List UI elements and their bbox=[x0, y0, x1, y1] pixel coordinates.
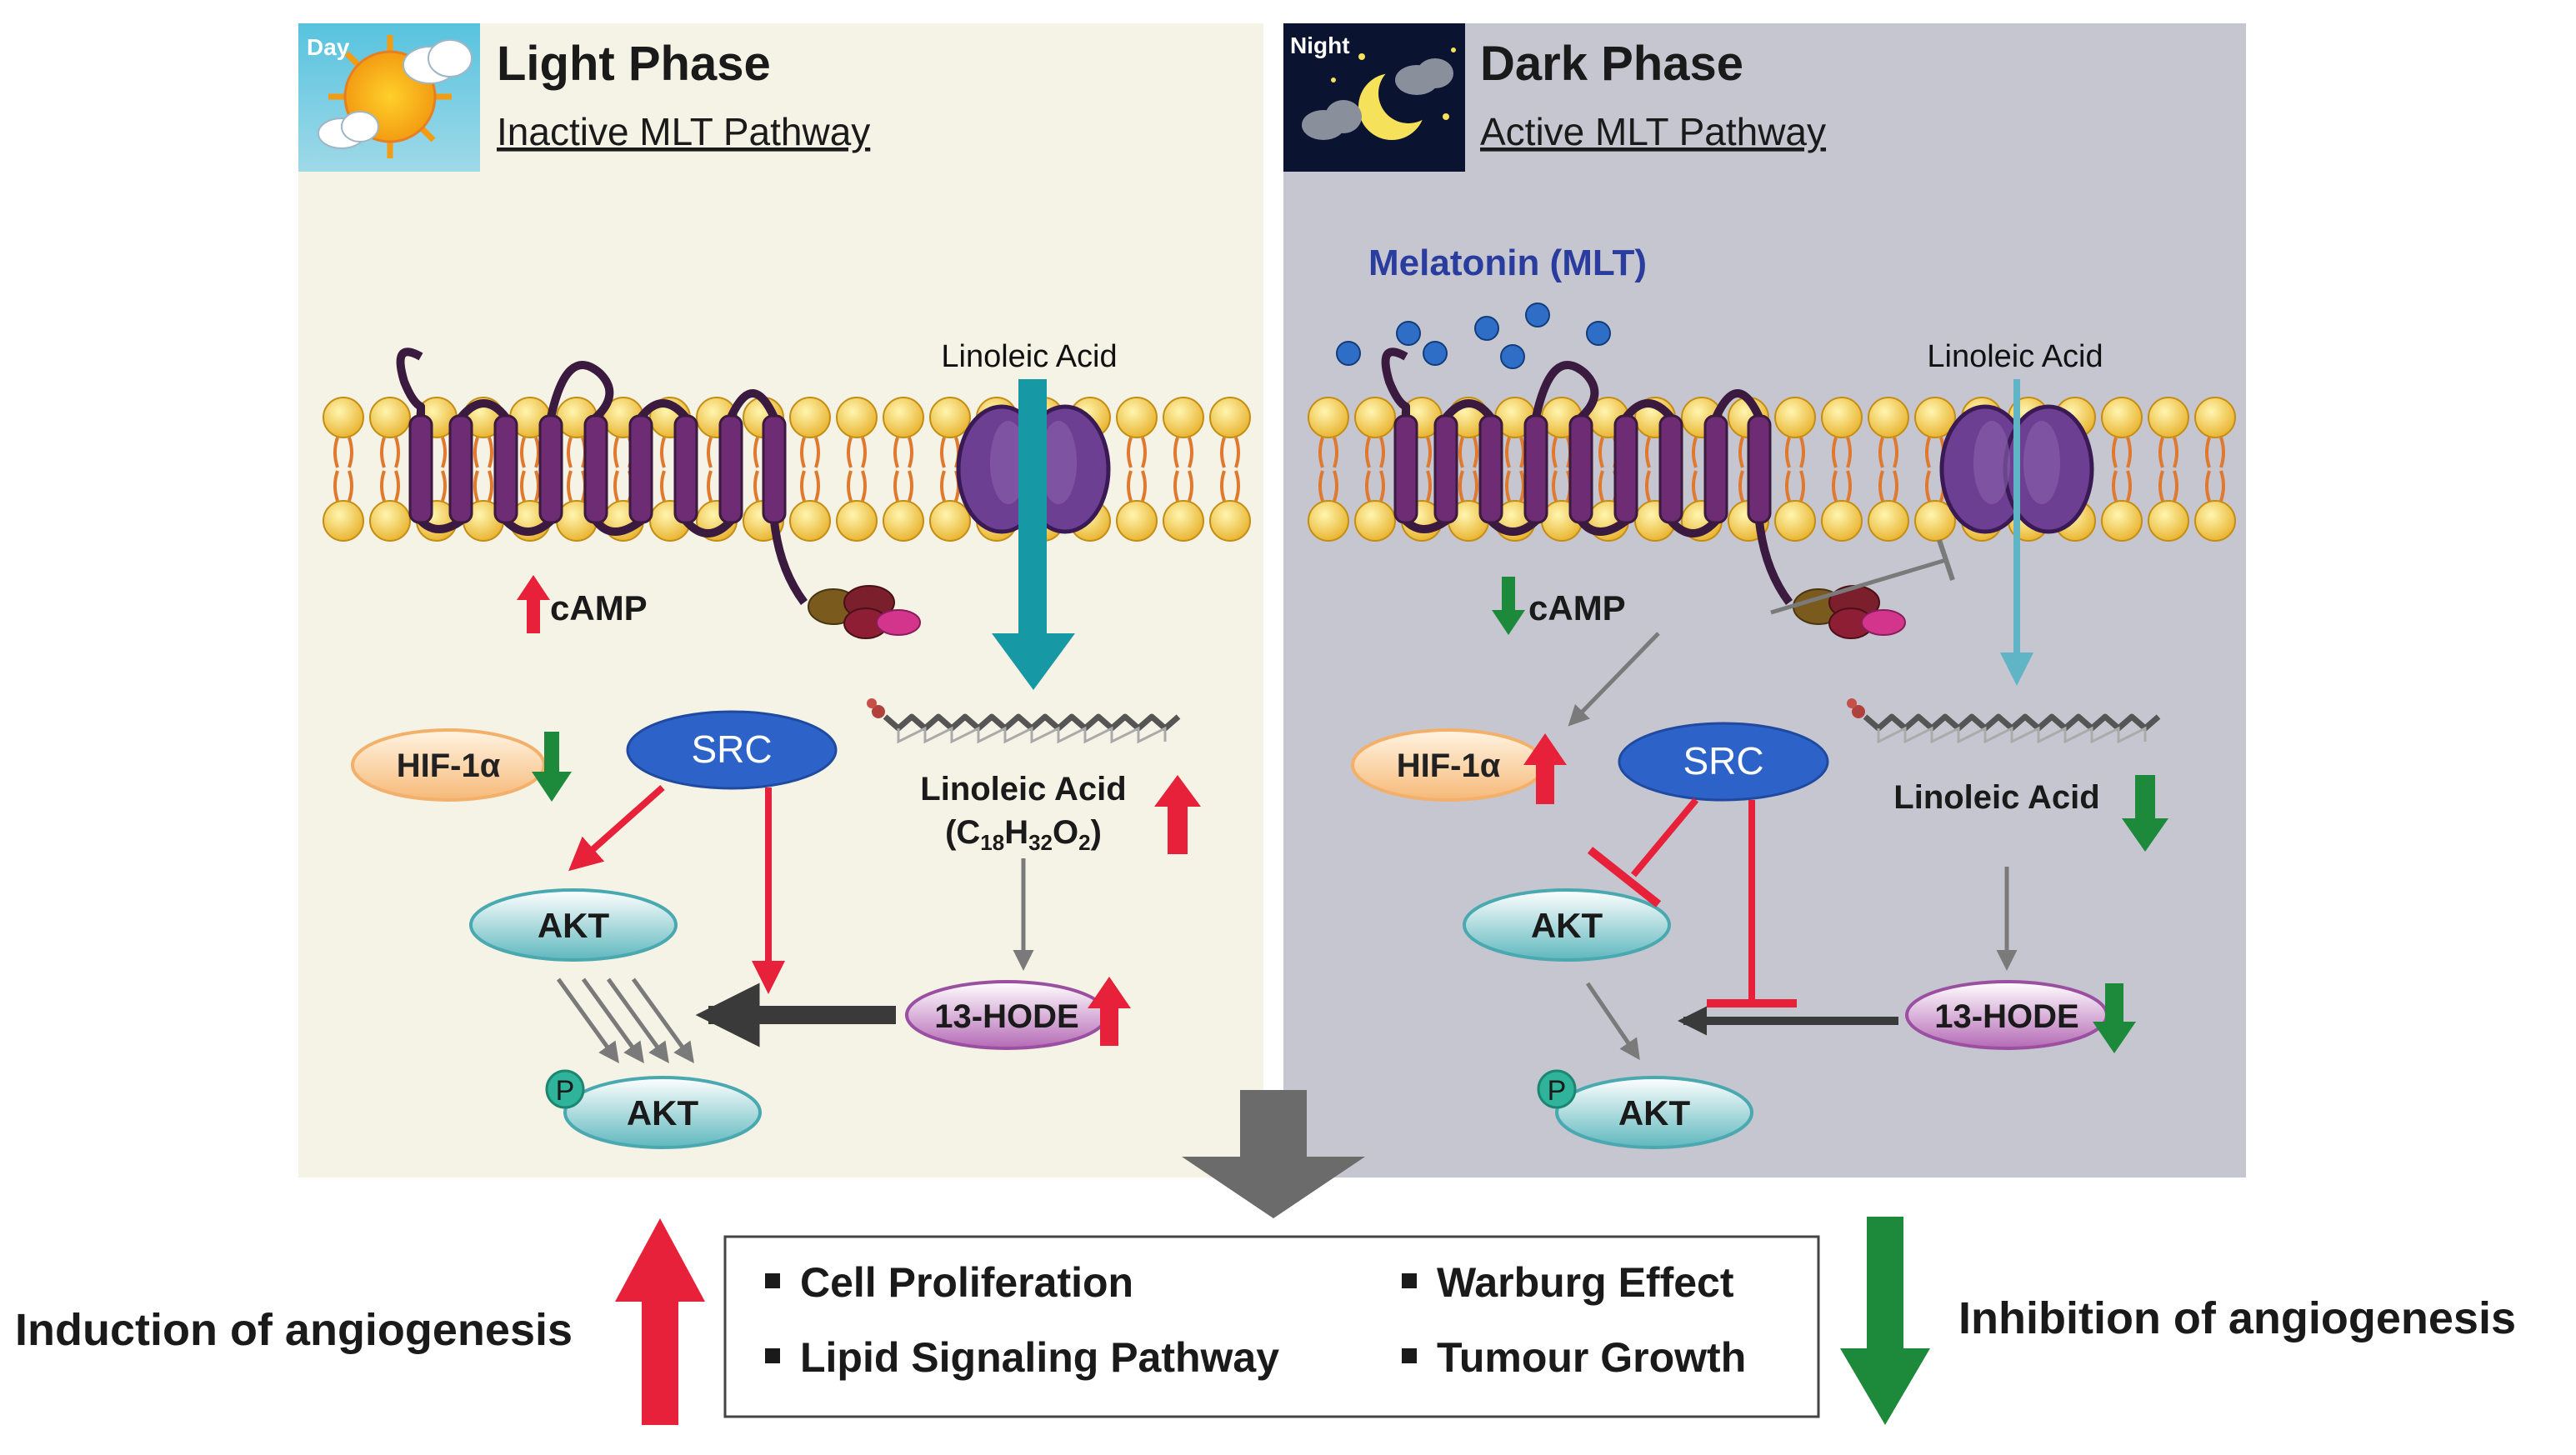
light-camp-label: cAMP bbox=[550, 588, 648, 628]
dark-camp-down-arrow bbox=[1492, 577, 1525, 635]
dark-pakt-label: AKT bbox=[1618, 1093, 1691, 1132]
light-hode-up-arrow bbox=[1088, 977, 1131, 1046]
dark-panel-bg bbox=[1283, 23, 2246, 1178]
melatonin-molecules bbox=[1336, 302, 1611, 369]
dark-membrane-linoleic-label: Linoleic Acid bbox=[1927, 339, 2103, 374]
dark-hode-down-arrow bbox=[2093, 983, 2136, 1053]
dark-camp-to-hif-arrow bbox=[1568, 632, 1660, 727]
light-linoleic-formula: (C18H32O2) bbox=[945, 814, 1102, 855]
dark-camp-label: cAMP bbox=[1528, 588, 1626, 628]
dark-linoleic-down-arrow bbox=[2122, 775, 2168, 852]
night-badge-label: Night bbox=[1290, 32, 1350, 58]
dark-phase-panel: Night Dark Phase Active MLT Pathway Mela… bbox=[1283, 23, 2246, 1178]
dark-hif-label: HIF-1α bbox=[1397, 748, 1501, 784]
outcome-bullet bbox=[1402, 1348, 1417, 1363]
light-linoleic-influx-arrow bbox=[992, 379, 1075, 690]
light-phospho-node bbox=[545, 1069, 585, 1109]
light-hif-label: HIF-1α bbox=[397, 748, 501, 784]
outcome-item-warburg-effect: Warburg Effect bbox=[1437, 1259, 1734, 1306]
convergence-arrow bbox=[1182, 1090, 1365, 1218]
light-akt-node bbox=[469, 888, 678, 962]
dark-phase-title: Dark Phase bbox=[1480, 37, 1743, 91]
dark-phase-subtitle: Active MLT Pathway bbox=[1480, 110, 1826, 153]
dark-phospho-node bbox=[1537, 1069, 1577, 1109]
outcome-bullet bbox=[1402, 1273, 1417, 1288]
dark-phospho-label: P bbox=[1548, 1075, 1567, 1107]
dark-src-inhibits-akt bbox=[1587, 798, 1699, 908]
light-src-to-akt-arrow bbox=[568, 785, 665, 872]
light-phase-subtitle: Inactive MLT Pathway bbox=[497, 110, 870, 153]
light-linoleic-up-arrow bbox=[1154, 775, 1201, 854]
dark-linoleic-label: Linoleic Acid bbox=[1893, 779, 2099, 816]
light-membrane-linoleic-label: Linoleic Acid bbox=[941, 339, 1117, 374]
cloud-icon bbox=[318, 39, 473, 149]
light-camp-up-arrow bbox=[517, 575, 550, 633]
outcome-item-tumour-growth: Tumour Growth bbox=[1437, 1334, 1746, 1381]
light-hode-label: 13-HODE bbox=[934, 998, 1078, 1035]
dark-akt-to-pakt-arrow bbox=[1585, 982, 1640, 1061]
induction-label: Induction of angiogenesis bbox=[15, 1305, 573, 1355]
light-hif-down-arrow bbox=[532, 732, 572, 802]
light-akt-phosphorylation-arrows bbox=[556, 978, 694, 1064]
light-akt-label: AKT bbox=[538, 906, 610, 945]
light-phospho-label: P bbox=[556, 1075, 575, 1107]
inhibition-label: Inhibition of angiogenesis bbox=[1958, 1293, 2516, 1343]
light-pakt-label: AKT bbox=[627, 1093, 699, 1132]
dark-akt-node bbox=[1463, 888, 1671, 962]
day-badge-label: Day bbox=[307, 34, 350, 60]
dark-hif-up-arrow bbox=[1523, 733, 1567, 804]
outcome-bullet bbox=[765, 1348, 780, 1363]
outcome-bullet bbox=[765, 1273, 780, 1288]
light-pakt-node bbox=[563, 1076, 762, 1149]
outcome-box: Cell Proliferation Warburg Effect Lipid … bbox=[723, 1235, 1820, 1418]
light-linoleic-label: Linoleic Acid bbox=[920, 771, 1126, 808]
light-phase-title: Light Phase bbox=[497, 37, 771, 91]
dark-hode-label: 13-HODE bbox=[1934, 998, 2078, 1035]
outcome-item-cell-proliferation: Cell Proliferation bbox=[800, 1259, 1133, 1306]
outcome-item-lipid-signaling: Lipid Signaling Pathway bbox=[800, 1334, 1279, 1381]
night-badge: Night bbox=[1283, 23, 1465, 172]
dark-src-node bbox=[1618, 722, 1829, 802]
inhibition-down-arrow bbox=[1840, 1217, 1930, 1425]
night-cloud-icon bbox=[1302, 58, 1453, 140]
light-phase-panel: Day Light Phase Inactive MLT Pathway bbox=[298, 23, 1263, 1178]
stars-icon bbox=[1331, 48, 1456, 120]
light-src-node bbox=[626, 710, 838, 790]
melatonin-label: Melatonin (MLT) bbox=[1368, 242, 1647, 283]
dark-src-inhibits-pakt bbox=[1707, 800, 1797, 1008]
induction-up-arrow bbox=[615, 1218, 705, 1425]
day-badge: Day bbox=[298, 23, 480, 172]
light-src-label: SRC bbox=[691, 728, 772, 771]
dark-src-label: SRC bbox=[1683, 739, 1763, 782]
dark-camp-inhibits-channel bbox=[1770, 539, 1955, 615]
dark-akt-label: AKT bbox=[1531, 906, 1603, 945]
dark-pakt-node bbox=[1555, 1076, 1753, 1149]
